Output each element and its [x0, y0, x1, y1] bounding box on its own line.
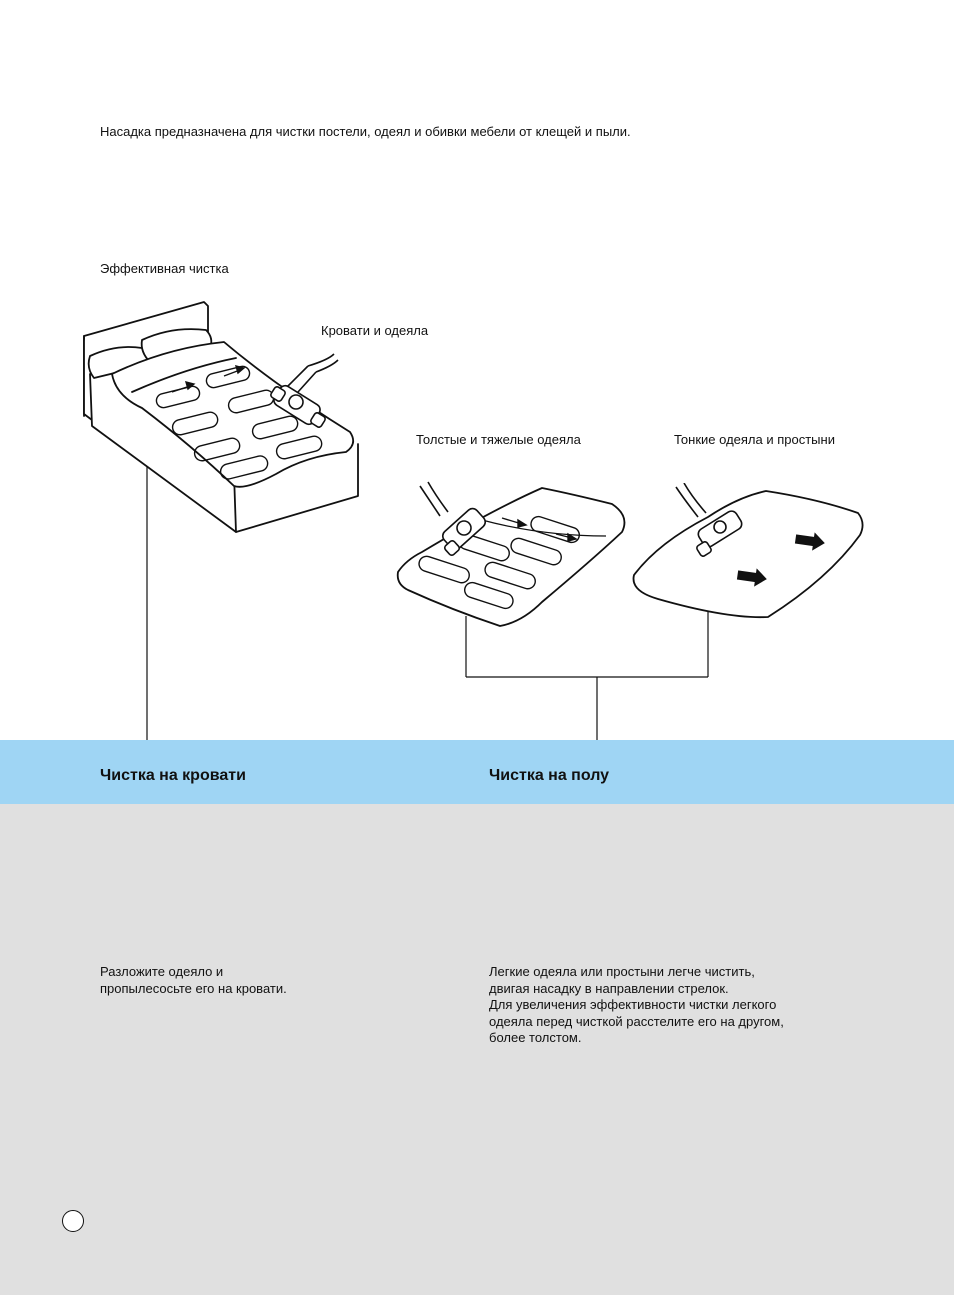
label-bed: Кровати и одеяла: [321, 323, 429, 338]
floor-desc-line: Для увеличения эффективности чистки легк…: [489, 997, 777, 1012]
column-header-band: [0, 740, 954, 804]
intro-text: Насадка предназначена для чистки постели…: [100, 124, 631, 139]
page-number-circle: [62, 1210, 84, 1232]
bed-illustration: [83, 301, 359, 533]
section-title: Эффективная чистка: [100, 261, 229, 276]
heading-floor-cleaning: Чистка на полу: [489, 767, 610, 784]
bed-cleaning-description: Разложите одеяло и пропылесосьте его на …: [100, 964, 360, 997]
heading-bed-cleaning: Чистка на кровати: [100, 767, 246, 784]
floor-desc-line: Легкие одеяла или простыни легче чистить…: [489, 964, 755, 979]
floor-desc-line: двигая насадку в направлении стрелок.: [489, 980, 729, 996]
label-thick-blanket: Толстые и тяжелые одеяла: [416, 432, 581, 447]
thin-blanket-illustration: [632, 483, 864, 619]
label-thin-blanket: Тонкие одеяла и простыни: [674, 432, 835, 447]
floor-desc-line: более толстом.: [489, 1030, 582, 1045]
thick-blanket-illustration: [396, 481, 626, 627]
bed-desc-line: пропылесосьте его на кровати.: [100, 980, 287, 996]
floor-desc-line: одеяла перед чисткой расстелите его на д…: [489, 1013, 784, 1029]
bed-desc-line: Разложите одеяло и: [100, 964, 224, 979]
floor-cleaning-description: Легкие одеяла или простыни легче чистить…: [489, 964, 829, 1047]
column-body-band: [0, 804, 954, 1295]
